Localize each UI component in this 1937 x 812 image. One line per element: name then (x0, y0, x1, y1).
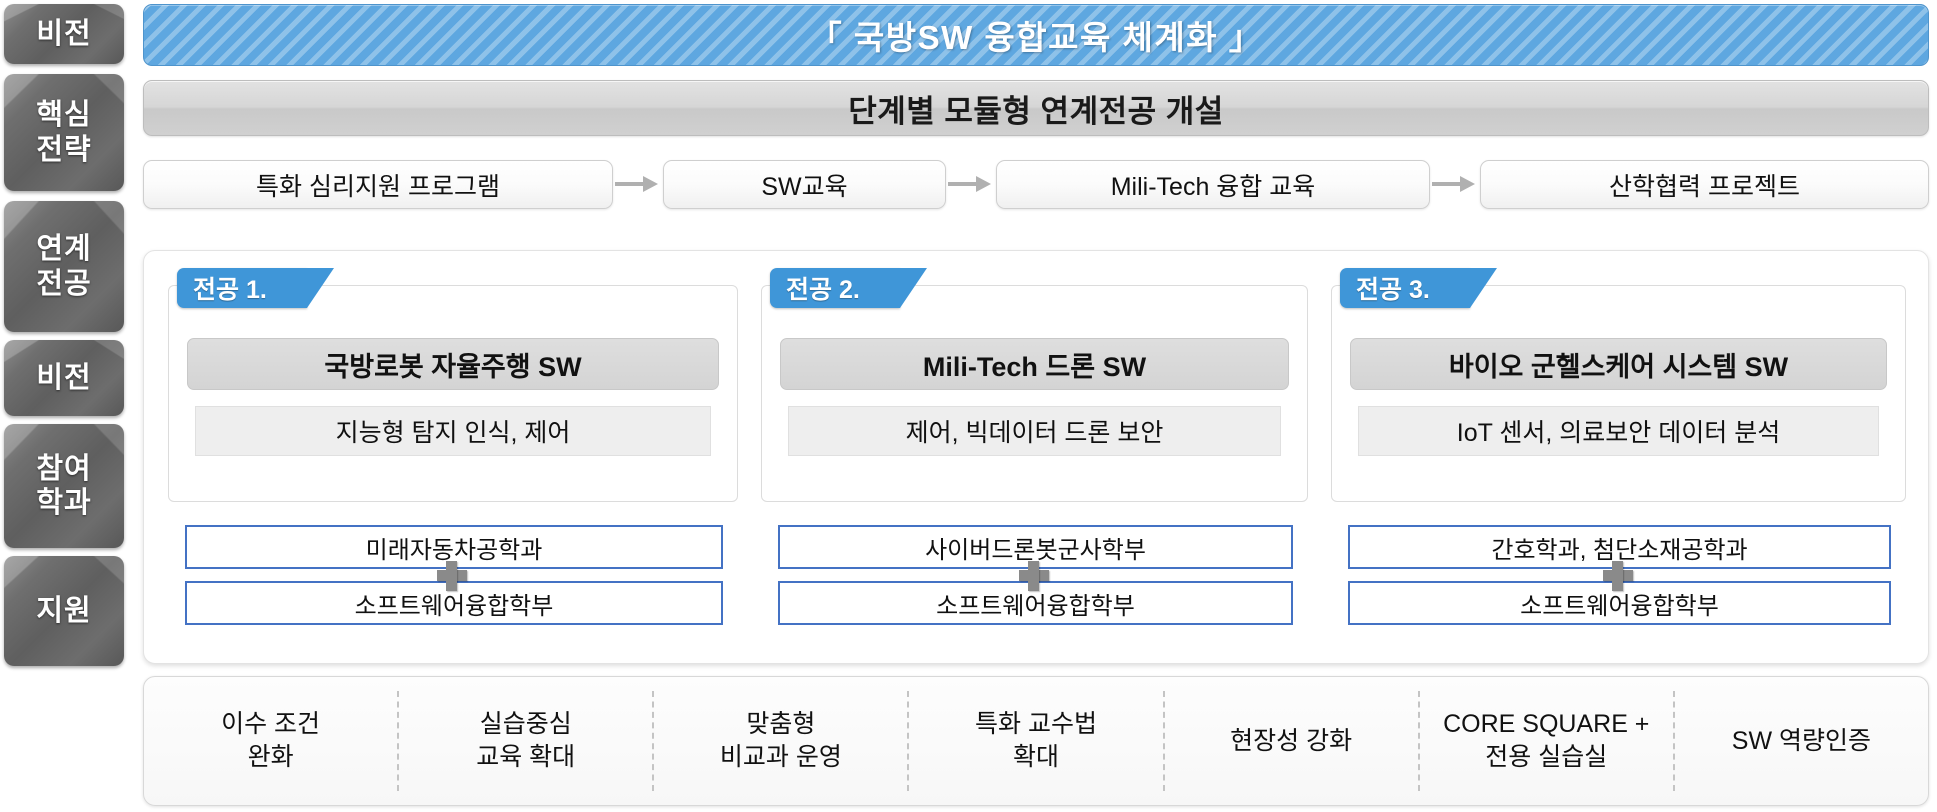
support-divider (652, 691, 655, 791)
support-item-2-line1: 실습중심 (479, 710, 572, 738)
major-subtitle-3-label: IoT 센서, 의료보안 데이터 분석 (1456, 419, 1781, 447)
plus-icon-1 (435, 559, 469, 593)
support-item-4-line2: 확대 (1012, 743, 1059, 771)
major-title-1: 국방로봇 자율주행 SW (187, 338, 719, 390)
arrow-shaft (615, 182, 645, 186)
support-item-4-line1: 특화 교수법 (975, 710, 1097, 738)
major-subtitle-1-label: 지능형 탐지 인식, 제어 (335, 419, 571, 447)
flow-arrow-2 (948, 176, 992, 192)
support-divider (397, 691, 400, 791)
support-item-3-line1: 맞춤형 (746, 710, 816, 738)
majors-container: 전공 1. 국방로봇 자율주행 SW 지능형 탐지 인식, 제어 미래자동차공학… (143, 250, 1929, 664)
dept-box-1-b-label: 소프트웨어융합학부 (354, 592, 554, 620)
rail-label-linked-major: 연계 전공 (36, 233, 92, 300)
rail-item-vision-2: 비전 (4, 340, 124, 416)
major-subtitle-2: 제어, 빅데이터 드론 보안 (788, 406, 1281, 456)
rail-label-participating-dept: 참여 학과 (36, 452, 92, 519)
support-container: 이수 조건 완화 실습중심 교육 확대 맞춤형 비교과 운영 특화 교수법 확대 (143, 676, 1929, 806)
support-divider (1417, 691, 1420, 791)
dept-box-1-a-label: 미래자동차공학과 (365, 536, 543, 564)
dept-box-3-a-label: 간호학과, 첨단소재공학과 (1491, 536, 1748, 564)
major-subtitle-2-label: 제어, 빅데이터 드론 보안 (905, 419, 1164, 447)
major-card-3[interactable]: 전공 3. 바이오 군헬스케어 시스템 SW IoT 센서, 의료보안 데이터 … (1331, 268, 1906, 502)
rail-item-linked-major: 연계 전공 (4, 201, 124, 332)
flow-arrow-1 (615, 176, 659, 192)
flow-arrow-3 (1432, 176, 1476, 192)
major-tab-3: 전공 3. (1340, 268, 1497, 308)
major-title-2: Mili-Tech 드론 SW (780, 338, 1289, 390)
support-divider (907, 691, 910, 791)
rail-item-core-strategy: 핵심 전략 (4, 74, 124, 191)
support-item-6[interactable]: CORE SQUARE + 전용 실습실 (1420, 677, 1673, 805)
strategy-header: 단계별 모듈형 연계전공 개설 (143, 80, 1929, 136)
support-item-1-line1: 이수 조건 (221, 710, 321, 738)
arrow-head (976, 176, 991, 192)
arrow-shaft (1432, 182, 1462, 186)
arrow-head (1460, 176, 1475, 192)
major-tab-1-label: 전공 1. (193, 276, 267, 304)
flow-step-2-label: SW교육 (761, 172, 848, 201)
support-item-2[interactable]: 실습중심 교육 확대 (399, 677, 652, 805)
support-item-5[interactable]: 현장성 강화 (1165, 677, 1418, 805)
flow-step-1[interactable]: 특화 심리지원 프로그램 (143, 160, 613, 209)
flow-step-4-label: 산학협력 프로젝트 (1609, 172, 1800, 201)
rail-item-support: 지원 (4, 556, 124, 666)
flow-step-3-label: Mili-Tech 융합 교육 (1110, 172, 1316, 201)
support-item-6-line1: CORE SQUARE + (1443, 710, 1650, 738)
flow-step-3[interactable]: Mili-Tech 융합 교육 (996, 160, 1430, 209)
support-item-7-line1: SW 역량인증 (1731, 726, 1872, 755)
major-tab-2: 전공 2. (770, 268, 927, 308)
vision-banner: 「 국방SW 융합교육 체계화 」 (143, 4, 1929, 66)
rail-label-vision: 비전 (36, 17, 92, 50)
support-item-7[interactable]: SW 역량인증 (1675, 677, 1928, 805)
dept-box-3-b-label: 소프트웨어융합학부 (1520, 592, 1719, 620)
major-tab-1: 전공 1. (177, 268, 334, 308)
rail-label-support: 지원 (36, 594, 92, 627)
arrow-shaft (948, 182, 978, 186)
support-item-3-line2: 비교과 운영 (719, 743, 842, 771)
major-subtitle-3: IoT 센서, 의료보안 데이터 분석 (1358, 406, 1879, 456)
rail-item-participating-dept: 참여 학과 (4, 424, 124, 548)
major-card-2[interactable]: 전공 2. Mili-Tech 드론 SW 제어, 빅데이터 드론 보안 (761, 268, 1308, 502)
support-item-2-line2: 교육 확대 (476, 743, 576, 771)
arrow-head (643, 176, 658, 192)
support-item-4[interactable]: 특화 교수법 확대 (909, 677, 1162, 805)
support-item-3[interactable]: 맞춤형 비교과 운영 (654, 677, 907, 805)
vision-banner-title: 「 국방SW 융합교육 체계화 」 (808, 19, 1264, 56)
support-item-1-line2: 완화 (247, 743, 294, 771)
support-item-5-line1: 현장성 강화 (1230, 726, 1353, 755)
flow-step-1-label: 특화 심리지원 프로그램 (256, 172, 500, 201)
plus-icon-2 (1017, 559, 1051, 593)
plus-icon-3 (1601, 559, 1635, 593)
major-tab-2-label: 전공 2. (786, 276, 860, 304)
support-item-6-line2: 전용 실습실 (1485, 743, 1608, 771)
support-divider (1162, 691, 1165, 791)
dept-box-2-b-label: 소프트웨어융합학부 (936, 592, 1135, 620)
major-title-2-label: Mili-Tech 드론 SW (922, 351, 1147, 382)
support-item-1[interactable]: 이수 조건 완화 (144, 677, 397, 805)
major-title-3-label: 바이오 군헬스케어 시스템 SW (1448, 351, 1789, 382)
dept-box-2-a-label: 사이버드론봇군사학부 (925, 536, 1146, 564)
major-subtitle-1: 지능형 탐지 인식, 제어 (195, 406, 711, 456)
rail-label-core-strategy: 핵심 전략 (36, 99, 92, 166)
support-divider (1672, 691, 1675, 791)
flow-step-4[interactable]: 산학협력 프로젝트 (1480, 160, 1929, 209)
strategy-header-title: 단계별 모듈형 연계전공 개설 (848, 93, 1224, 129)
flow-step-2[interactable]: SW교육 (663, 160, 946, 209)
rail-item-vision: 비전 (4, 4, 124, 64)
major-card-1[interactable]: 전공 1. 국방로봇 자율주행 SW 지능형 탐지 인식, 제어 (168, 268, 738, 502)
major-tab-3-label: 전공 3. (1356, 276, 1430, 304)
major-title-1-label: 국방로봇 자율주행 SW (324, 351, 582, 382)
rail-label-vision-2: 비전 (36, 361, 92, 394)
major-title-3: 바이오 군헬스케어 시스템 SW (1350, 338, 1887, 390)
